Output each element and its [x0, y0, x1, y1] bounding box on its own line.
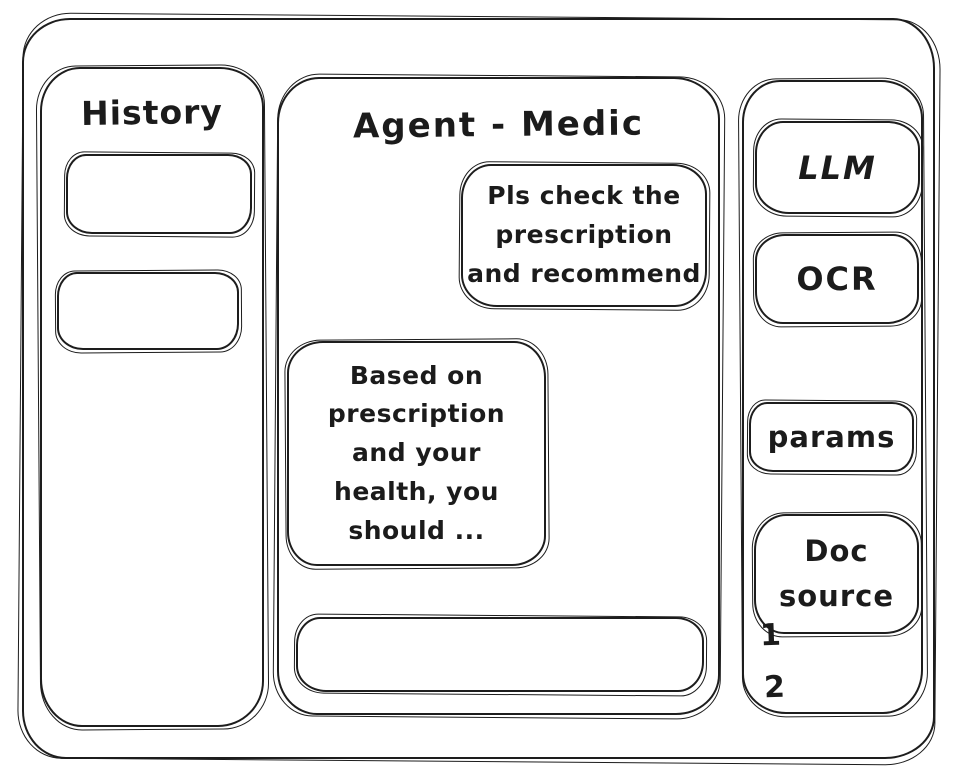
history-panel: History [40, 67, 264, 727]
history-title: History [80, 92, 224, 133]
assistant-message-bubble: Based on prescription and your health, y… [287, 341, 546, 566]
message-input[interactable] [312, 625, 688, 684]
doc-source-item-2: 2 [763, 669, 786, 706]
doc-source-item-1: 1 [759, 617, 782, 654]
history-item-1[interactable] [66, 154, 252, 234]
ocr-button[interactable]: OCR [755, 234, 919, 324]
params-button[interactable]: params [749, 402, 914, 472]
window-frame: History Agent - Medic Pls check the pres… [22, 18, 935, 759]
chat-title: Agent - Medic [352, 103, 645, 147]
chat-panel: Agent - Medic Pls check the prescription… [277, 77, 720, 715]
user-message-bubble: Pls check the prescription and recommend [461, 164, 707, 307]
llm-button[interactable]: LLM [755, 121, 920, 214]
doc-source-button[interactable]: Doc source [754, 514, 919, 634]
history-item-2[interactable] [57, 272, 239, 350]
message-input-box[interactable] [296, 617, 704, 692]
tools-panel: LLM OCR params Doc source 1 2 [742, 80, 923, 714]
